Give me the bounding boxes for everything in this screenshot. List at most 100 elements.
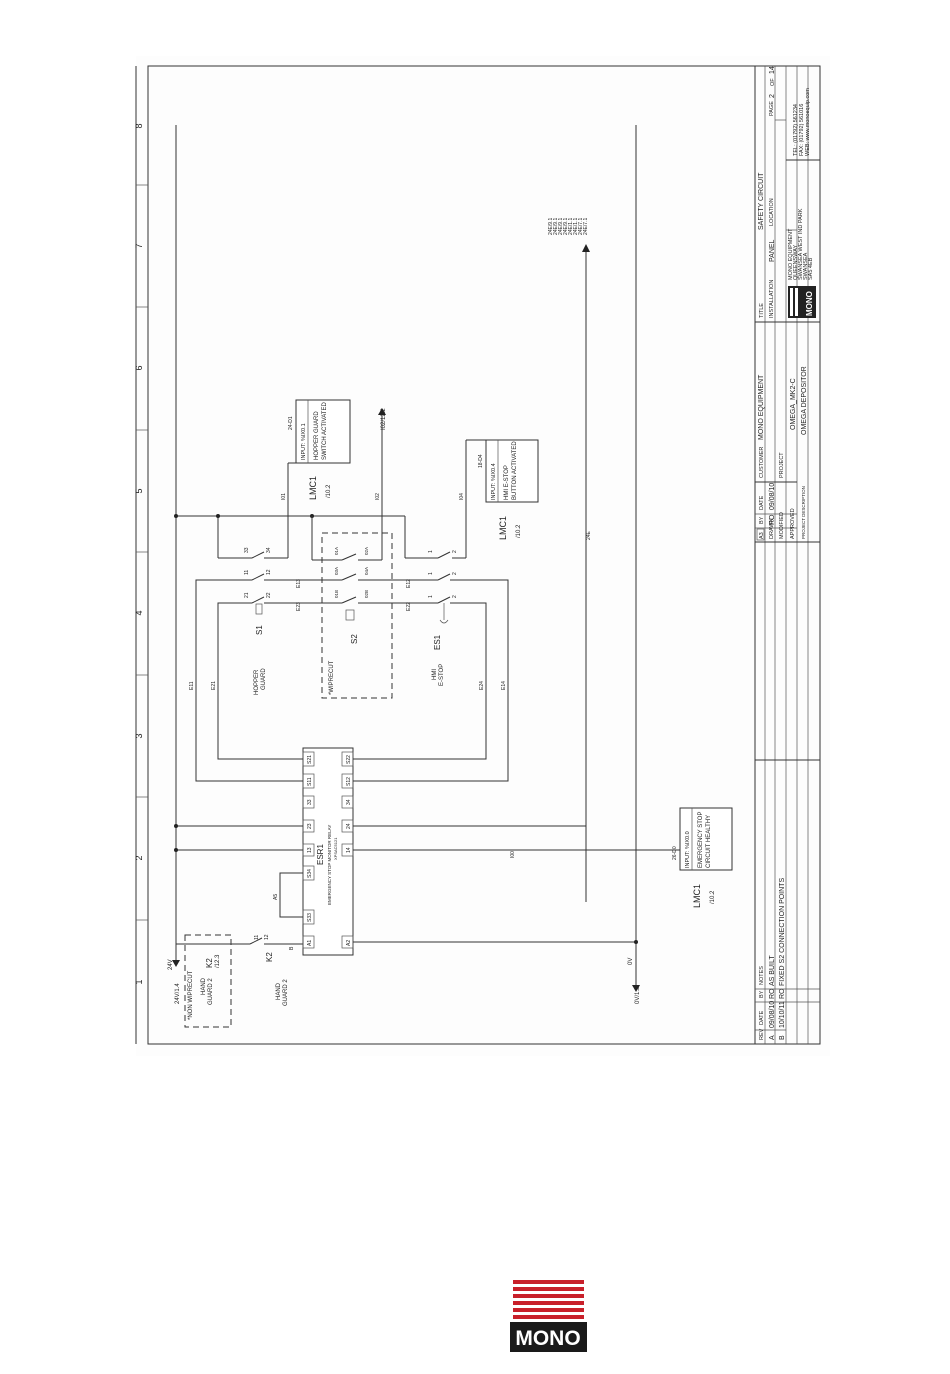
pin-s12: S12 — [346, 777, 352, 786]
pin-s34: S34 — [307, 869, 313, 878]
wire-i01: I01 — [281, 493, 287, 500]
address-4: SWANSEA — [803, 252, 809, 280]
pin-23: 23 — [307, 823, 313, 829]
page-number: 2 — [769, 94, 776, 98]
page-of: OF — [770, 78, 776, 86]
pin-a2: A2 — [346, 940, 352, 946]
address-2: QUEENSWAY — [793, 245, 799, 280]
fax: FAX: (01792) 561016 — [799, 104, 805, 156]
lbl-location: LOCATION — [769, 198, 775, 226]
wire-e13: E13 — [296, 579, 302, 588]
s2-pin-01b: 01B — [334, 590, 339, 598]
ref-24e-1: 24E/9.1 — [548, 218, 554, 235]
hdr-date: DATE — [759, 1010, 765, 1025]
pin-34: 34 — [346, 799, 352, 805]
ref-24e-7: 24E/7.1 — [578, 218, 584, 235]
ref-24e-8: 24E/7.1 — [583, 218, 589, 235]
es1-pin-2a: 2 — [452, 550, 458, 553]
wire-e23: E23 — [296, 602, 302, 611]
hand-guard-box: *NON WIPRECUT HAND GUARD 2 K2 /12.3 — [184, 934, 232, 1028]
es1-ref: ES1 — [433, 634, 442, 650]
lbl-project: PROJECT — [779, 452, 785, 478]
title-block: REV DATE BY NOTES A 09/08/10 RO AS BUILT… — [754, 65, 821, 1045]
lmc-hopper-line3: SWITCH ACTIVATED — [322, 402, 328, 460]
rev-b: B — [779, 1035, 786, 1040]
lmc-estop-line3: BUTTON ACTIVATED — [512, 441, 518, 500]
address-1: MONO EQUIPMENT — [788, 228, 794, 280]
es1-label-2: E-STOP — [439, 664, 445, 686]
pin-33: 33 — [307, 799, 313, 805]
wire-i04: I04 — [459, 493, 465, 500]
ref-24e-5: 24E/1.1 — [568, 218, 574, 235]
rev-a-date: 09/08/10 — [769, 1001, 776, 1028]
power-rails — [172, 125, 640, 992]
s1-pin-22: 22 — [266, 592, 272, 598]
k2-contact-ref: K2 — [265, 952, 274, 962]
lmc-estop-line1: INPUT: %IX0.4 — [491, 463, 497, 500]
title-logo-text: MONO — [805, 291, 814, 316]
s1-pin-34: 34 — [266, 547, 272, 553]
lbl-by: BY — [759, 516, 765, 524]
k2-pin-b: 12 — [264, 934, 270, 940]
s2-ref: S2 — [350, 634, 359, 644]
s1-hopper-guard: 21 22 11 12 33 34 S1 HOPPER GUARD — [217, 516, 288, 695]
jumper-s33-s34: A5 — [273, 872, 303, 918]
installation: PANEL — [769, 239, 776, 262]
s2-pin-02a: 02A — [364, 547, 369, 555]
lmc-hopper-input: 24-D1 INPUT: %IX0.1 HOPPER GUARD SWITCH … — [288, 399, 351, 500]
customer: MONO EQUIPMENT — [758, 374, 765, 440]
pin-14: 14 — [346, 847, 352, 853]
lmc-hopper-addr: 24-D1 — [288, 416, 294, 430]
wire-b: B — [289, 946, 295, 950]
sheet-title: SAFETY CIRCUIT — [758, 172, 765, 230]
rev-a: A — [769, 1035, 776, 1040]
address-3: SWANSEA WEST IND PARK — [798, 208, 804, 280]
ref-24e-2: 24E/9.1 — [553, 218, 559, 235]
lmc-estop-input: 18-D4 INPUT: %IX0.4 HMI E-STOP BUTTON AC… — [478, 439, 539, 540]
ref-24e-4: 24E/9.1 — [563, 218, 569, 235]
lbl-page: PAGE — [769, 101, 775, 116]
lbl-customer: CUSTOMER — [759, 447, 765, 478]
tel: TEL: (01792) 561234 — [793, 104, 799, 156]
s2-label: *WIPRECUT — [329, 660, 335, 695]
rev-a-by: RO — [769, 988, 776, 999]
pin-a1: A1 — [307, 940, 313, 946]
esr1-relay: ESR1 EMERGENCY STOP MONITOR RELAY XPSAC5… — [302, 747, 354, 956]
zone-3: 3 — [134, 733, 144, 738]
k2-contact: K2 11 12 HAND GUARD 2 B — [176, 934, 303, 1006]
s2-wiprecut: 01A 02A 03A 04A 01B 02B S2 *WIPRECUT — [311, 516, 393, 699]
s2-pin-04a: 04A — [364, 567, 369, 575]
lmc-healthy-line3: CIRCUIT HEALTHY — [706, 815, 712, 868]
wire-e24: E24 — [479, 681, 485, 690]
zone-2: 2 — [134, 855, 144, 860]
size-label: A3 — [759, 532, 765, 539]
wire-i00-label: I00 — [510, 851, 516, 858]
pin-13: 13 — [307, 847, 313, 853]
lmc-healthy-addr: 26-D0 — [672, 846, 678, 860]
wire-24e-label: 24E — [586, 530, 592, 540]
es1-pin-2b: 2 — [452, 572, 458, 575]
relay-model: XPSAC5121 — [333, 837, 338, 860]
project-description: OMEGA DEPOSITOR — [801, 366, 808, 435]
es1-pin-1a: 1 — [428, 550, 434, 553]
ref-24e-3: 24E/9.1 — [558, 218, 564, 235]
pin-s22: S22 — [346, 755, 352, 764]
hdr-rev: REV — [759, 1028, 765, 1040]
es1-pin-2c: 2 — [452, 595, 458, 598]
s2-pin-01a: 01A — [334, 547, 339, 555]
s1-pin-12: 12 — [266, 569, 272, 575]
wire-e21: E21 — [211, 681, 217, 690]
zone-ticks — [136, 184, 148, 921]
s1-pin-11: 11 — [244, 570, 250, 575]
es1-label-1: HMI — [432, 669, 438, 680]
ref-0v: 0V/1.5 — [635, 986, 641, 1004]
rev-b-by: RO — [779, 988, 786, 999]
hdr-by: BY — [759, 990, 765, 998]
s1-label-1: HOPPER — [254, 669, 260, 695]
hg-box-line1: HAND — [201, 977, 207, 995]
safety-loops: E11 E21 E13 E23 E12 E22 E14 E24 — [189, 579, 509, 782]
lmc-healthy-line1: INPUT: %IX0.0 — [685, 831, 691, 868]
lbl-title: TITLE — [759, 303, 765, 318]
